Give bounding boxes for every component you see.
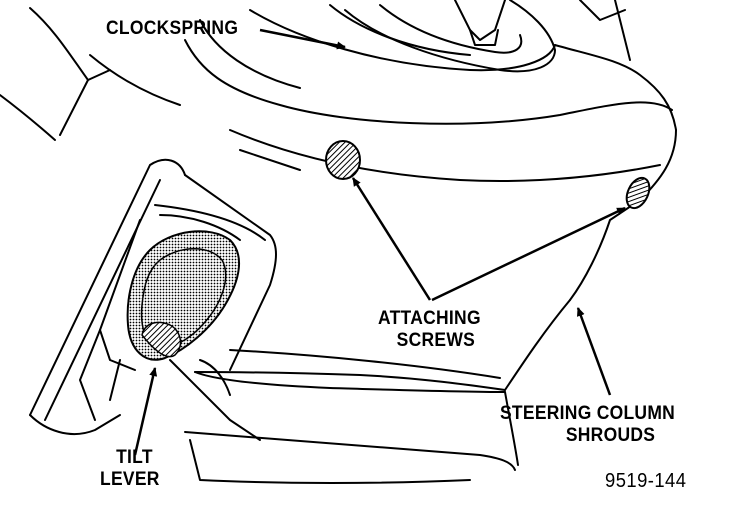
screw-arrow-left	[351, 177, 432, 301]
attaching-screw-left	[325, 140, 361, 180]
shroud-drawing	[0, 0, 677, 484]
steering-column-shrouds-line-2: SHROUDS	[565, 425, 656, 446]
attaching-screws-label: ATTACHING SCREWS	[378, 308, 481, 352]
attaching-screws-line-1: ATTACHING	[378, 308, 481, 329]
shroud-arrow	[576, 307, 612, 396]
clockspring-label: CLOCKSPRING	[106, 18, 239, 39]
tilt-lever-line-1: TILT	[116, 447, 153, 468]
tilt-lever-line-2: LEVER	[100, 469, 160, 490]
attaching-screws-line-2: SCREWS	[396, 330, 476, 351]
tilt-lever-arrow	[133, 367, 158, 456]
attaching-screw-right	[625, 176, 651, 210]
screw-arrow-right	[431, 206, 626, 302]
tilt-lever-knob	[126, 230, 241, 361]
tilt-lever-label: TILT LEVER	[100, 447, 160, 491]
steering-column-shrouds-label: STEERING COLUMN SHROUDS	[500, 403, 675, 447]
leader-lines	[133, 28, 626, 456]
steering-column-shrouds-line-1: STEERING COLUMN	[500, 403, 676, 424]
clockspring-arrow	[259, 28, 346, 50]
figure-number: 9519-144	[605, 470, 687, 492]
